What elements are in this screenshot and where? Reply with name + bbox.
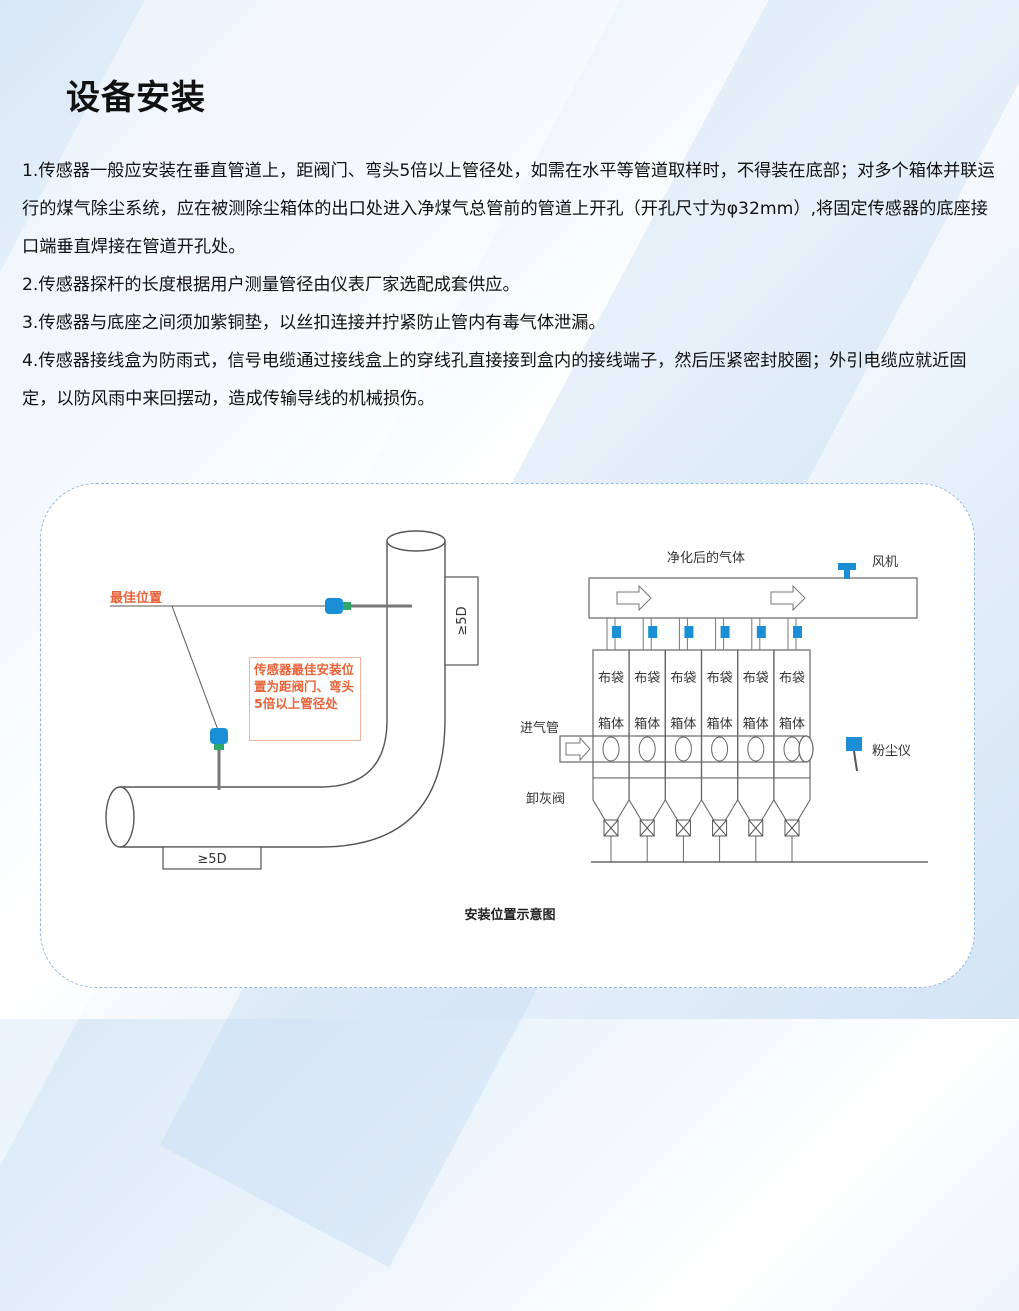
valve-icon: [612, 626, 621, 638]
paragraph-3: 3.传感器与底座之间须加紫铜垫，以丝扣连接并拧紧防止管内有毒气体泄漏。: [22, 313, 606, 333]
valve-icon: [720, 626, 730, 638]
inlet-label: 进气管: [520, 720, 559, 736]
inlet-ellipse: [783, 736, 801, 762]
ash-valve-cross: [676, 819, 691, 837]
vertical-distance-label: ≥5D: [455, 606, 470, 635]
valve-icon: [684, 626, 694, 638]
valve-icon: [648, 626, 658, 638]
valve-icon: [793, 626, 802, 638]
ash-valve-cross: [784, 819, 800, 837]
fan-label: 风机: [872, 555, 898, 570]
diagram-caption: 安装位置示意图: [464, 908, 556, 923]
horizontal-distance-label: ≥5D: [197, 852, 226, 867]
paragraph-4: 4.传感器接线盒为防雨式，信号电缆通过接线盒上的穿线孔直接接到盒内的接线端子，然…: [22, 351, 967, 409]
pointer-line: [171, 605, 219, 731]
sensor-icon: [325, 598, 412, 614]
valve-icon: [756, 626, 766, 638]
clean-gas-label: 净化后的气体: [667, 550, 745, 566]
ash-valve-cross: [748, 819, 764, 837]
installation-diagram: ≥5D ≥5D 最佳位置 净化后的气体 风机 布袋箱体布袋箱体布袋箱体布袋箱体布…: [105, 530, 928, 870]
box-bottom-label: 箱体: [670, 716, 696, 732]
inlet-pipe-end: [798, 735, 814, 763]
box-bottom-label: 箱体: [707, 716, 733, 732]
arrow-right-icon: [616, 584, 652, 612]
sensor-icon: [210, 728, 228, 790]
vertical-distance-box: [444, 576, 479, 666]
hopper: [664, 777, 702, 821]
box-bottom-label: 箱体: [743, 716, 769, 732]
dust-meter-label: 粉尘仪: [872, 744, 911, 759]
hopper: [737, 777, 775, 821]
hopper: [773, 777, 811, 821]
ash-valve-cross: [712, 819, 727, 837]
horizontal-distance-box: [162, 846, 262, 870]
paragraph-2: 2.传感器探杆的长度根据用户测量管径由仪表厂家选配成套供应。: [22, 275, 520, 295]
hopper: [701, 777, 739, 821]
elbow-pipe: [105, 530, 446, 848]
inlet-ellipse: [638, 736, 656, 762]
box-bottom-label: 箱体: [779, 716, 805, 732]
box-top-label: 布袋: [779, 671, 805, 686]
box-top-label: 布袋: [707, 671, 733, 686]
hopper: [628, 777, 666, 821]
inlet-ellipse: [602, 736, 620, 762]
box-bottom-label: 箱体: [634, 716, 660, 732]
inlet-ellipse: [711, 736, 729, 762]
box-top-label: 布袋: [634, 671, 660, 686]
diagram-card: [40, 483, 975, 988]
hopper: [592, 777, 630, 821]
ash-valve-cross: [639, 819, 655, 837]
box-bottom-label: 箱体: [598, 716, 624, 732]
ash-valve-cross: [603, 819, 619, 837]
installation-note: 传感器最佳安装位置为距阀门、弯头5倍以上管径处: [249, 657, 361, 741]
fan-sensor-icon: [838, 563, 856, 579]
arrow-right-icon: [565, 736, 591, 762]
box-top-label: 布袋: [743, 671, 769, 686]
dust-meter-icon: [846, 737, 862, 772]
inlet-ellipse: [747, 736, 765, 762]
paragraph-1: 1.传感器一般应安装在垂直管道上，距阀门、弯头5倍以上管径处，如需在水平等管道取…: [22, 161, 995, 257]
inlet-ellipse: [674, 736, 692, 762]
page-title: 设备安装: [66, 78, 206, 118]
ash-valve-label: 卸灰阀: [526, 791, 565, 807]
best-position-label: 最佳位置: [110, 590, 162, 606]
box-top-label: 布袋: [670, 671, 696, 686]
box-top-label: 布袋: [598, 671, 624, 686]
arrow-right-icon: [770, 584, 806, 612]
